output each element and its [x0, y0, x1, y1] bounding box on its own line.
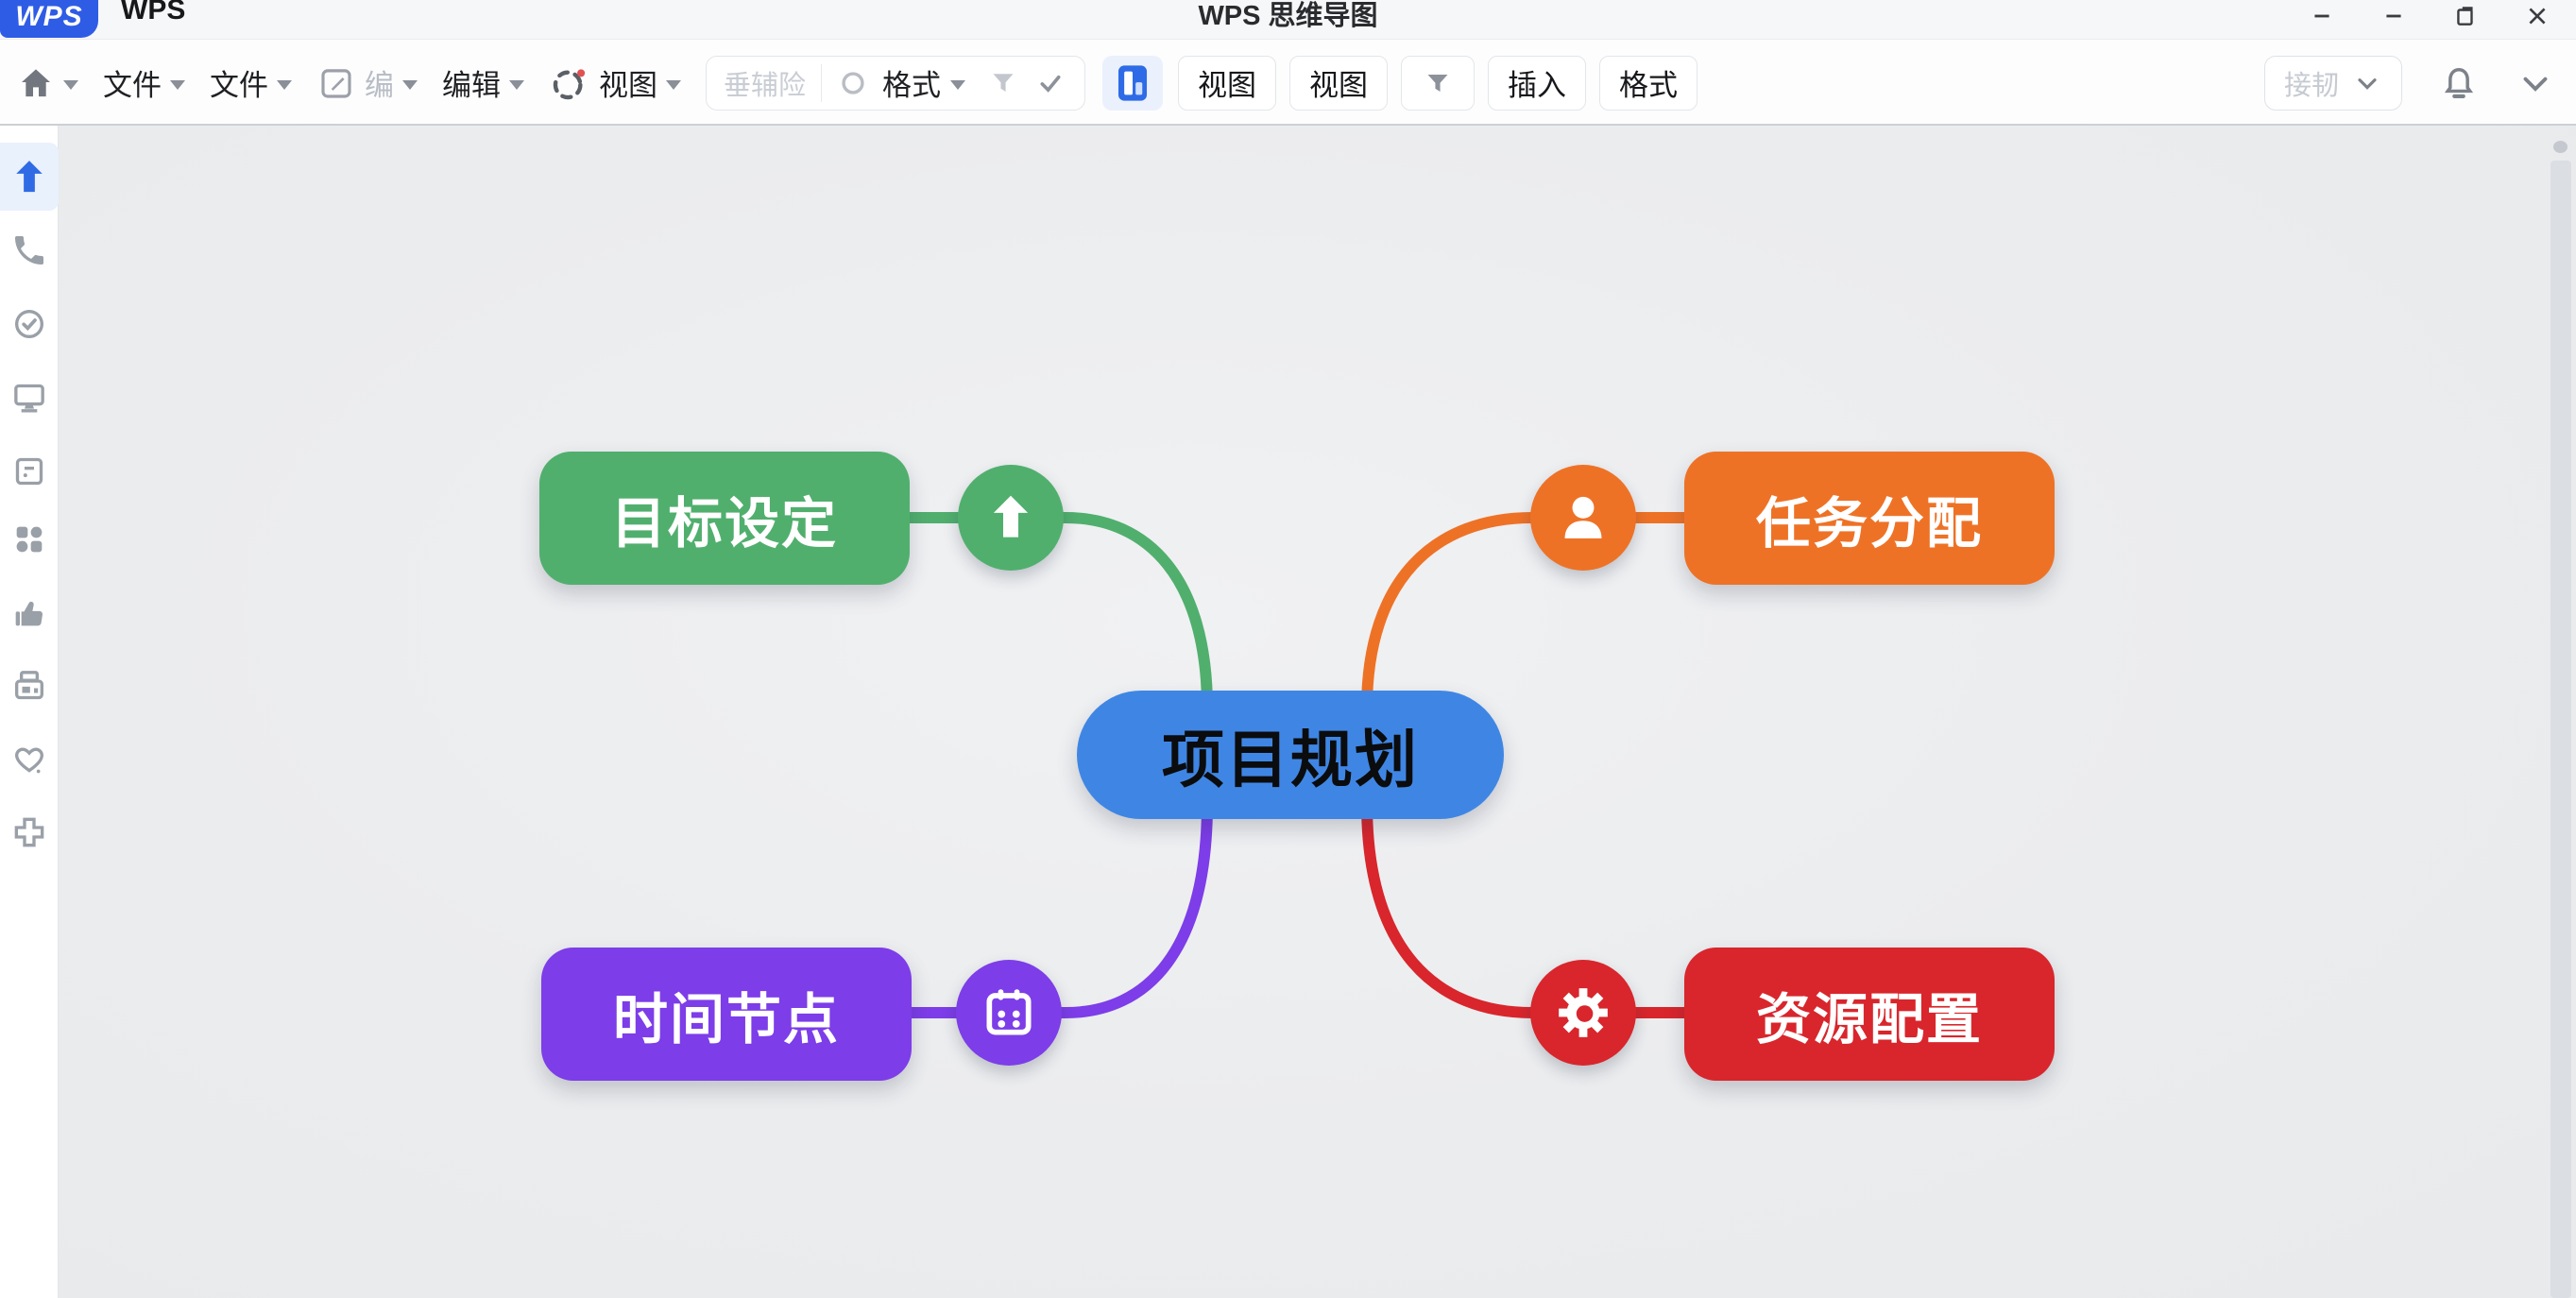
arrow-up-icon: [993, 495, 1029, 538]
layout-button[interactable]: [1102, 55, 1164, 111]
format-button[interactable]: 格式: [1599, 55, 1698, 111]
left-sidebar: [0, 126, 59, 1298]
branch-node-goal[interactable]: 目标设定: [539, 452, 910, 585]
sidebar-item-note[interactable]: [0, 437, 59, 505]
view-button-2[interactable]: 视图: [1289, 55, 1389, 111]
funnel-icon: [1427, 74, 1448, 92]
branch-icon-circle-purple[interactable]: [956, 960, 1062, 1066]
menu-edit[interactable]: 编辑: [442, 61, 524, 104]
window-title: WPS 思维导图: [1198, 1, 1378, 31]
dots-circle-icon: [553, 68, 586, 99]
phone-icon: [15, 236, 43, 265]
funnel-button[interactable]: [1401, 55, 1476, 111]
disabled-tool-label: 垂辅险: [724, 70, 807, 101]
chevron-down-icon: [63, 79, 78, 90]
note-icon: [15, 457, 43, 486]
person-icon: [1564, 496, 1602, 538]
chevron-down-icon: [170, 79, 185, 90]
plus-badge-icon: [14, 817, 44, 847]
branch-node-time[interactable]: 时间节点: [541, 948, 912, 1081]
wps-logo-text: WPS: [15, 1, 83, 32]
branch-icon-circle-red[interactable]: [1530, 960, 1636, 1066]
gear-icon: [1559, 988, 1608, 1037]
wps-logo[interactable]: WPS: [0, 0, 98, 38]
minimize-icon[interactable]: [2380, 2, 2408, 30]
sidebar-item-printer[interactable]: [0, 652, 59, 720]
format-toolgroup: 垂辅险 格式: [706, 55, 1086, 111]
grid-icon: [16, 526, 43, 553]
monitor-icon: [14, 384, 44, 413]
chevron-down-icon[interactable]: [2516, 63, 2555, 103]
share-button[interactable]: 接韧: [2263, 55, 2402, 111]
view-button-1[interactable]: 视图: [1178, 55, 1277, 111]
home-menu[interactable]: [17, 64, 78, 102]
sidebar-item-grid[interactable]: [0, 505, 59, 573]
heart-icon: [14, 747, 44, 774]
chevron-down-icon[interactable]: [950, 79, 966, 90]
document-tab[interactable]: WPS: [121, 0, 186, 26]
up-arrow-icon: [16, 161, 43, 193]
check-icon[interactable]: [1033, 66, 1067, 100]
close-icon[interactable]: [2523, 2, 2551, 30]
menu-view[interactable]: 视图: [549, 61, 681, 104]
insert-button[interactable]: 插入: [1488, 55, 1587, 111]
restore-icon[interactable]: [2451, 2, 2480, 30]
menu-file-2[interactable]: 文件: [210, 61, 292, 104]
sidebar-item-phone[interactable]: [0, 216, 59, 284]
minimize-icon[interactable]: [2308, 2, 2336, 30]
branch-icon-circle-orange[interactable]: [1530, 465, 1636, 571]
sidebar-item-hand[interactable]: [0, 579, 59, 647]
sidebar-item-heart[interactable]: [0, 726, 59, 794]
circle-icon: [842, 71, 864, 94]
chevron-down-icon: [402, 79, 418, 90]
home-icon: [22, 68, 50, 96]
printer-icon: [15, 671, 43, 700]
edit-square-icon: [321, 68, 351, 98]
divider: [821, 63, 823, 102]
menu-file-1[interactable]: 文件: [103, 61, 185, 104]
chevron-down-icon: [509, 79, 524, 90]
branch-node-tasks[interactable]: 任务分配: [1684, 452, 2055, 585]
sidebar-item-plus[interactable]: [0, 798, 59, 866]
window-controls: [2308, 0, 2551, 32]
circle-check-icon: [15, 310, 43, 338]
chevron-down-icon: [666, 79, 681, 90]
titlebar: WPS WPS WPS 思维导图: [0, 0, 2576, 40]
layout-icon: [1117, 64, 1148, 101]
hand-icon: [15, 601, 43, 626]
menu-edit-short[interactable]: 编: [316, 61, 418, 104]
toolbar: 文件 文件 编 编辑 视图 垂辅险: [0, 40, 2576, 126]
sidebar-item-top[interactable]: [0, 143, 59, 211]
format-dropdown[interactable]: 格式: [882, 69, 942, 102]
calendar-icon: [986, 989, 1032, 1035]
chevron-down-icon: [2358, 77, 2377, 90]
branch-node-resources[interactable]: 资源配置: [1684, 948, 2055, 1081]
branch-icon-circle-green[interactable]: [958, 465, 1064, 571]
sidebar-item-monitor[interactable]: [0, 364, 59, 432]
chevron-down-icon: [277, 79, 292, 90]
bell-icon[interactable]: [2438, 62, 2480, 104]
center-node[interactable]: 项目规划: [1077, 691, 1504, 819]
sidebar-item-check[interactable]: [0, 290, 59, 358]
funnel-icon[interactable]: [986, 66, 1020, 100]
